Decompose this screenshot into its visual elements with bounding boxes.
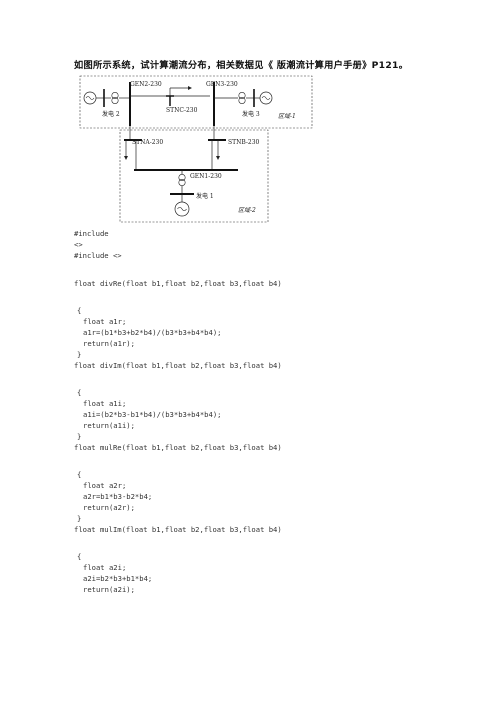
gen1-label: 发电 1 bbox=[196, 192, 214, 200]
code-line: <> bbox=[74, 240, 83, 249]
zone2-box bbox=[119, 129, 269, 223]
code-line: return(a1i); bbox=[83, 421, 135, 430]
code-line: { bbox=[77, 388, 82, 397]
code-line: return(a2r); bbox=[83, 503, 135, 512]
code-line: #include bbox=[74, 229, 109, 238]
code-line: } bbox=[77, 350, 82, 359]
code-line: float divIm(float b1,float b2,float b3,f… bbox=[74, 361, 282, 370]
code-line: } bbox=[77, 432, 82, 441]
zone1-label: 区域-1 bbox=[278, 112, 296, 120]
code-line: return(a1r); bbox=[83, 339, 135, 348]
code-line: float divRe(float b1,float b2,float b3,f… bbox=[74, 279, 282, 288]
gen3-bus-label: GEN3-230 bbox=[206, 81, 238, 88]
gen2-label: 发电 2 bbox=[102, 110, 120, 118]
code-line: float a1r; bbox=[83, 317, 127, 326]
code-line: float mulRe(float b1,float b2,float b3,f… bbox=[74, 443, 282, 452]
code-line: return(a2i); bbox=[83, 585, 135, 594]
page-heading: 如图所示系统，试计算潮流分布，相关数据见《 版潮流计算用户手册》P121。 bbox=[74, 60, 409, 71]
code-line: float a1i; bbox=[83, 399, 127, 408]
code-line: a1i=(b2*b3-b1*b4)/(b3*b3+b4*b4); bbox=[83, 410, 222, 419]
code-line: float mulIm(float b1,float b2,float b3,f… bbox=[74, 525, 282, 534]
code-line: a2r=b1*b3-b2*b4; bbox=[83, 492, 153, 501]
gen1-symbol bbox=[174, 201, 190, 217]
stna-bus-label: STNA-230 bbox=[132, 139, 163, 146]
code-line: { bbox=[77, 306, 82, 315]
stnc-bus-label: STNC-230 bbox=[166, 107, 198, 114]
code-line: a2i=b2*b3+b1*b4; bbox=[83, 574, 153, 583]
gen2-bus-label: GEN2-230 bbox=[130, 81, 162, 88]
gen3-label: 发电 3 bbox=[242, 110, 260, 118]
stnb-bus-label: STNB-230 bbox=[228, 139, 260, 146]
power-system-diagram: 发电 2 GEN2-230 STNC-230 GEN3-230 发电 3 区域-… bbox=[79, 75, 313, 223]
code-line: a1r=(b1*b3+b2*b4)/(b3*b3+b4*b4); bbox=[83, 328, 222, 337]
code-line: float a2r; bbox=[83, 481, 127, 490]
zone1-box bbox=[79, 75, 313, 129]
code-line: #include <> bbox=[74, 251, 122, 260]
gen3-symbol bbox=[259, 91, 273, 105]
zone2-label: 区域-2 bbox=[238, 206, 256, 214]
code-line: } bbox=[77, 514, 82, 523]
code-line: { bbox=[77, 470, 82, 479]
gen1-bus-label: GEN1-230 bbox=[190, 173, 222, 180]
code-line: { bbox=[77, 552, 82, 561]
code-line: float a2i; bbox=[83, 563, 127, 572]
